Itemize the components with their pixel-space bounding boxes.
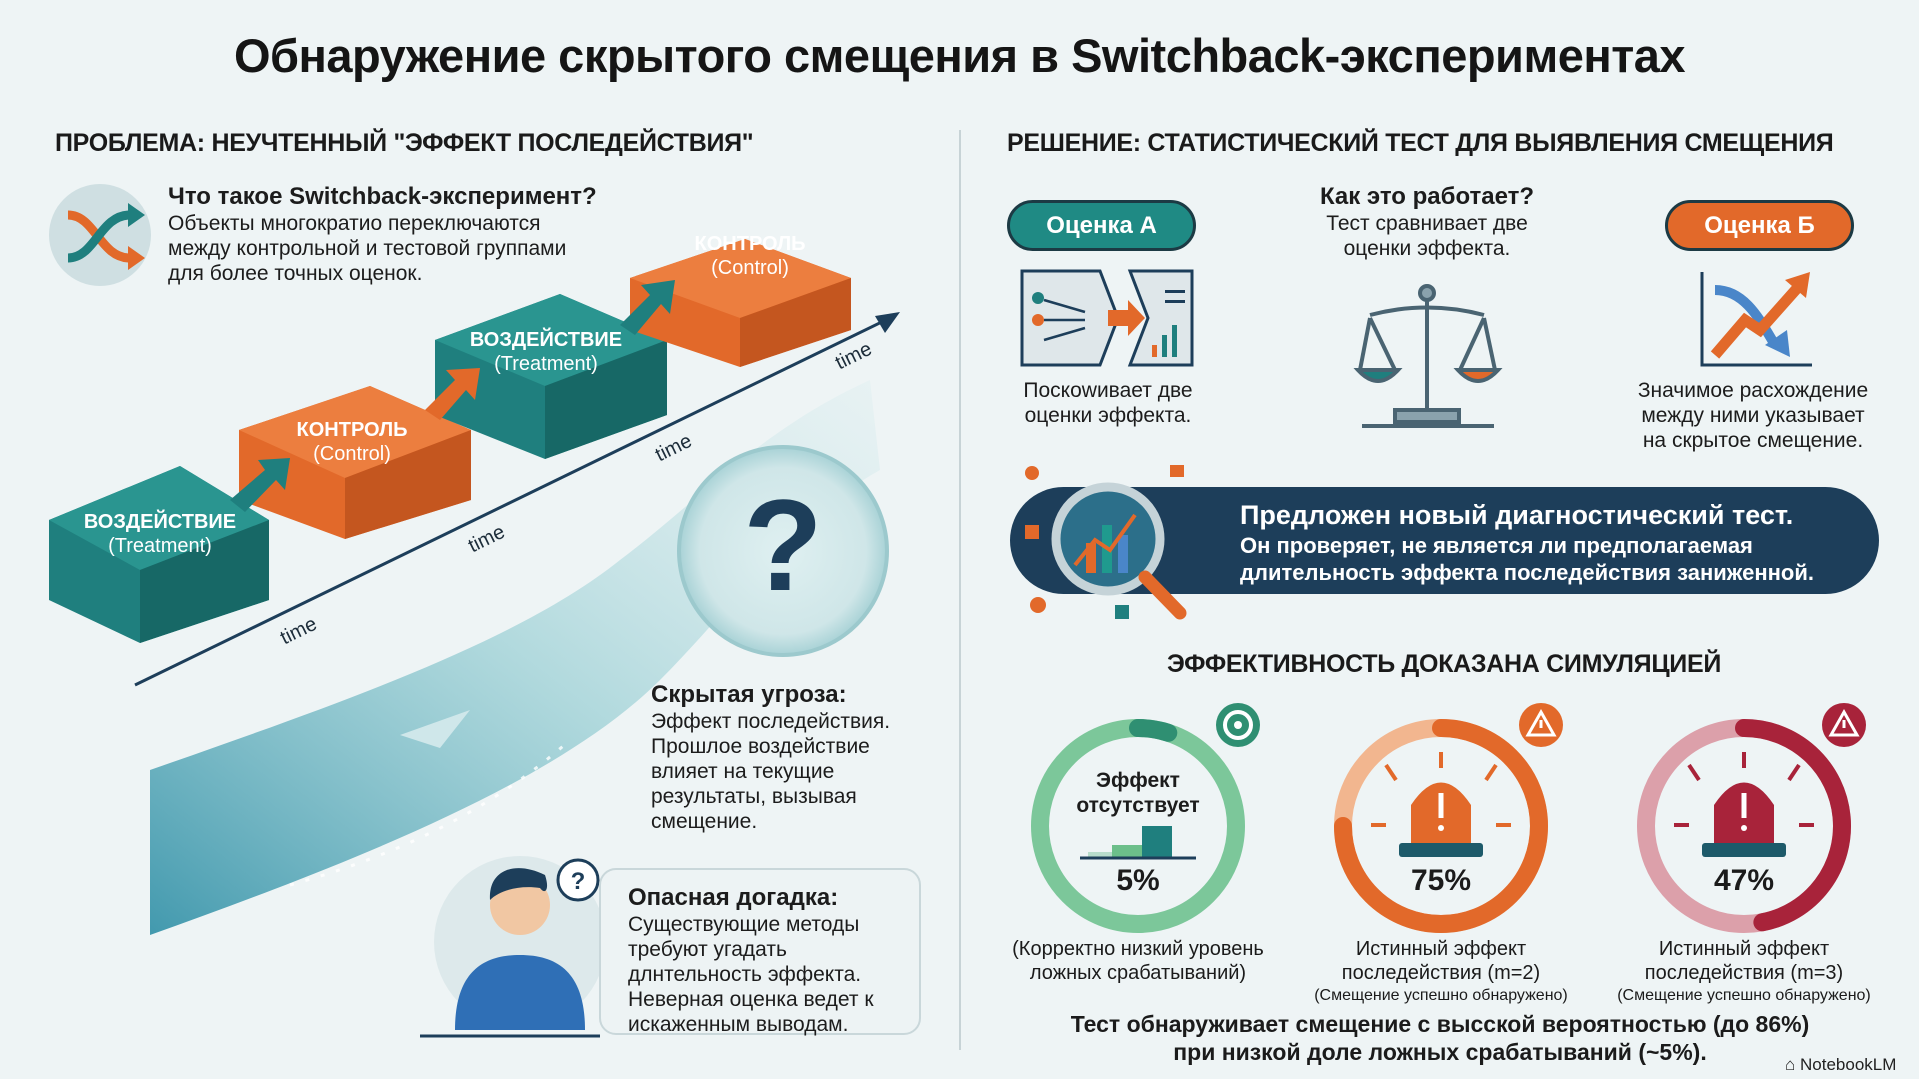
danger-line: требуют угадать bbox=[628, 938, 787, 961]
siren-ray bbox=[1384, 763, 1398, 782]
warning-triangle bbox=[1525, 708, 1557, 737]
shuffle-icon bbox=[49, 184, 151, 286]
block-1-shape bbox=[49, 466, 269, 643]
switchback-definition: Что такое Switchback-эксперимент? Объект… bbox=[168, 182, 597, 286]
svg-text:?: ? bbox=[743, 472, 822, 618]
threat-line: результаты, вызывая bbox=[651, 785, 857, 808]
block-2-label: КОНТРОЛЬ(Control) bbox=[296, 419, 408, 465]
block-1-label: ВОЗДЕЙСТВИЕ(Treatment) bbox=[83, 511, 237, 557]
ring-2-value: 75% bbox=[1410, 864, 1472, 897]
threat-line: влияет на текущие bbox=[651, 760, 835, 783]
ring-value-arc bbox=[1334, 719, 1548, 933]
siren-ray bbox=[1787, 763, 1801, 782]
magnifier-chart-icon bbox=[1025, 465, 1187, 620]
banner-line: Он проверяет, не является ли предполагае… bbox=[1240, 533, 1753, 558]
effectiveness-heading: ЭФФЕКТИВНОСТЬ ДОКАЗАНА СИМУЛЯЦИЕЙ bbox=[1166, 650, 1722, 678]
estimate-a-icon bbox=[1020, 269, 1194, 367]
hidden-threat-text: Скрытая угроза: Эффект последействия. Пр… bbox=[651, 680, 890, 834]
estimate-b-pill: Оценка Б bbox=[1665, 200, 1854, 251]
dangerous-guess-text: Опасная догадка: Существующие методы тре… bbox=[628, 883, 874, 1037]
question-mark-icon: ? bbox=[677, 445, 889, 657]
danger-line: Неверная оценка ведет к bbox=[628, 988, 874, 1011]
definition-line: для более точных оценок. bbox=[168, 262, 423, 285]
balance-scale-icon bbox=[1353, 284, 1503, 428]
banner-line: длительность эффекта последействия заниж… bbox=[1240, 560, 1814, 585]
mini-bar bbox=[1142, 826, 1172, 857]
danger-line: искаженным выводам. bbox=[628, 1013, 849, 1036]
warning-triangle bbox=[1828, 708, 1860, 737]
threat-line: Прошлое воздействие bbox=[651, 735, 870, 758]
problem-heading: ПРОБЛЕМА: НЕУЧТЕННЫЙ "ЭФФЕКТ ПОСЛЕДЕЙСТВ… bbox=[55, 129, 754, 157]
definition-line: Объекты многократио переключаются bbox=[168, 212, 541, 235]
flow-arrow-icon bbox=[400, 710, 470, 748]
danger-line: длнтельность эффекта. bbox=[628, 963, 862, 986]
arrow-icon bbox=[425, 368, 480, 420]
mini-bar bbox=[1112, 845, 1142, 857]
siren-base bbox=[1702, 843, 1786, 857]
divergence-chart-icon bbox=[1700, 272, 1812, 367]
solution-heading: РЕШЕНИЕ: СТАТИСТИЧЕСКИЙ ТЕСТ ДЛЯ ВЫЯВЛЕН… bbox=[1007, 129, 1834, 157]
thinking-person-icon: ? bbox=[434, 856, 606, 1030]
target-center bbox=[1234, 721, 1242, 729]
how-title: Как это работает? bbox=[1319, 183, 1535, 210]
summary-text: Тест обнаруживает смещение с высской вер… bbox=[1070, 1011, 1810, 1065]
ring-value-arc bbox=[1735, 719, 1851, 932]
ring-1-value: 5% bbox=[1116, 864, 1160, 897]
threat-line: Эффект последействия. bbox=[651, 710, 891, 733]
banner-text: Предложен новый диагностический тест. Он… bbox=[1240, 498, 1814, 586]
siren-ray bbox=[1484, 763, 1498, 782]
estimate-a-pill: Оценка А bbox=[1007, 200, 1196, 251]
block-3-label: ВОЗДЕЙСТВИЕ(Treatment) bbox=[469, 329, 623, 375]
block-3-shape bbox=[435, 294, 667, 459]
threat-line: смещение. bbox=[651, 810, 758, 833]
danger-box bbox=[599, 868, 921, 1035]
block-2-shape bbox=[239, 386, 471, 539]
danger-line: Существующие методы bbox=[628, 913, 860, 936]
danger-title: Опасная догадка: bbox=[628, 884, 839, 911]
definition-title: Что такое Switchback-эксперимент? bbox=[168, 183, 597, 210]
definition-line: между контрольной и тестовой группами bbox=[168, 237, 567, 260]
banner-title: Предложен новый диагностический тест. bbox=[1240, 500, 1794, 530]
ring-value-arc bbox=[1129, 719, 1178, 742]
arrow-icon bbox=[620, 280, 675, 335]
siren-exclamation-dot bbox=[1741, 825, 1747, 831]
time-axis bbox=[134, 316, 891, 687]
arrow-icon bbox=[230, 458, 290, 512]
page-title: Обнаружение скрытого смещения в Switchba… bbox=[233, 29, 1686, 82]
time-axis-arrow-icon bbox=[875, 312, 900, 333]
threat-title: Скрытая угроза: bbox=[651, 681, 847, 708]
svg-text:?: ? bbox=[571, 868, 586, 895]
brand-watermark: ⌂ NotebookLM bbox=[1785, 1055, 1897, 1074]
target-ring bbox=[1223, 710, 1253, 740]
siren-ray bbox=[1687, 763, 1701, 782]
block-4-label: КОНТРОЛЬ(Control) bbox=[694, 233, 806, 279]
block-4-shape bbox=[630, 239, 851, 367]
ring-3-value: 47% bbox=[1713, 864, 1775, 897]
mini-bar bbox=[1088, 852, 1113, 857]
siren-base bbox=[1399, 843, 1483, 857]
siren-exclamation-dot bbox=[1438, 825, 1444, 831]
